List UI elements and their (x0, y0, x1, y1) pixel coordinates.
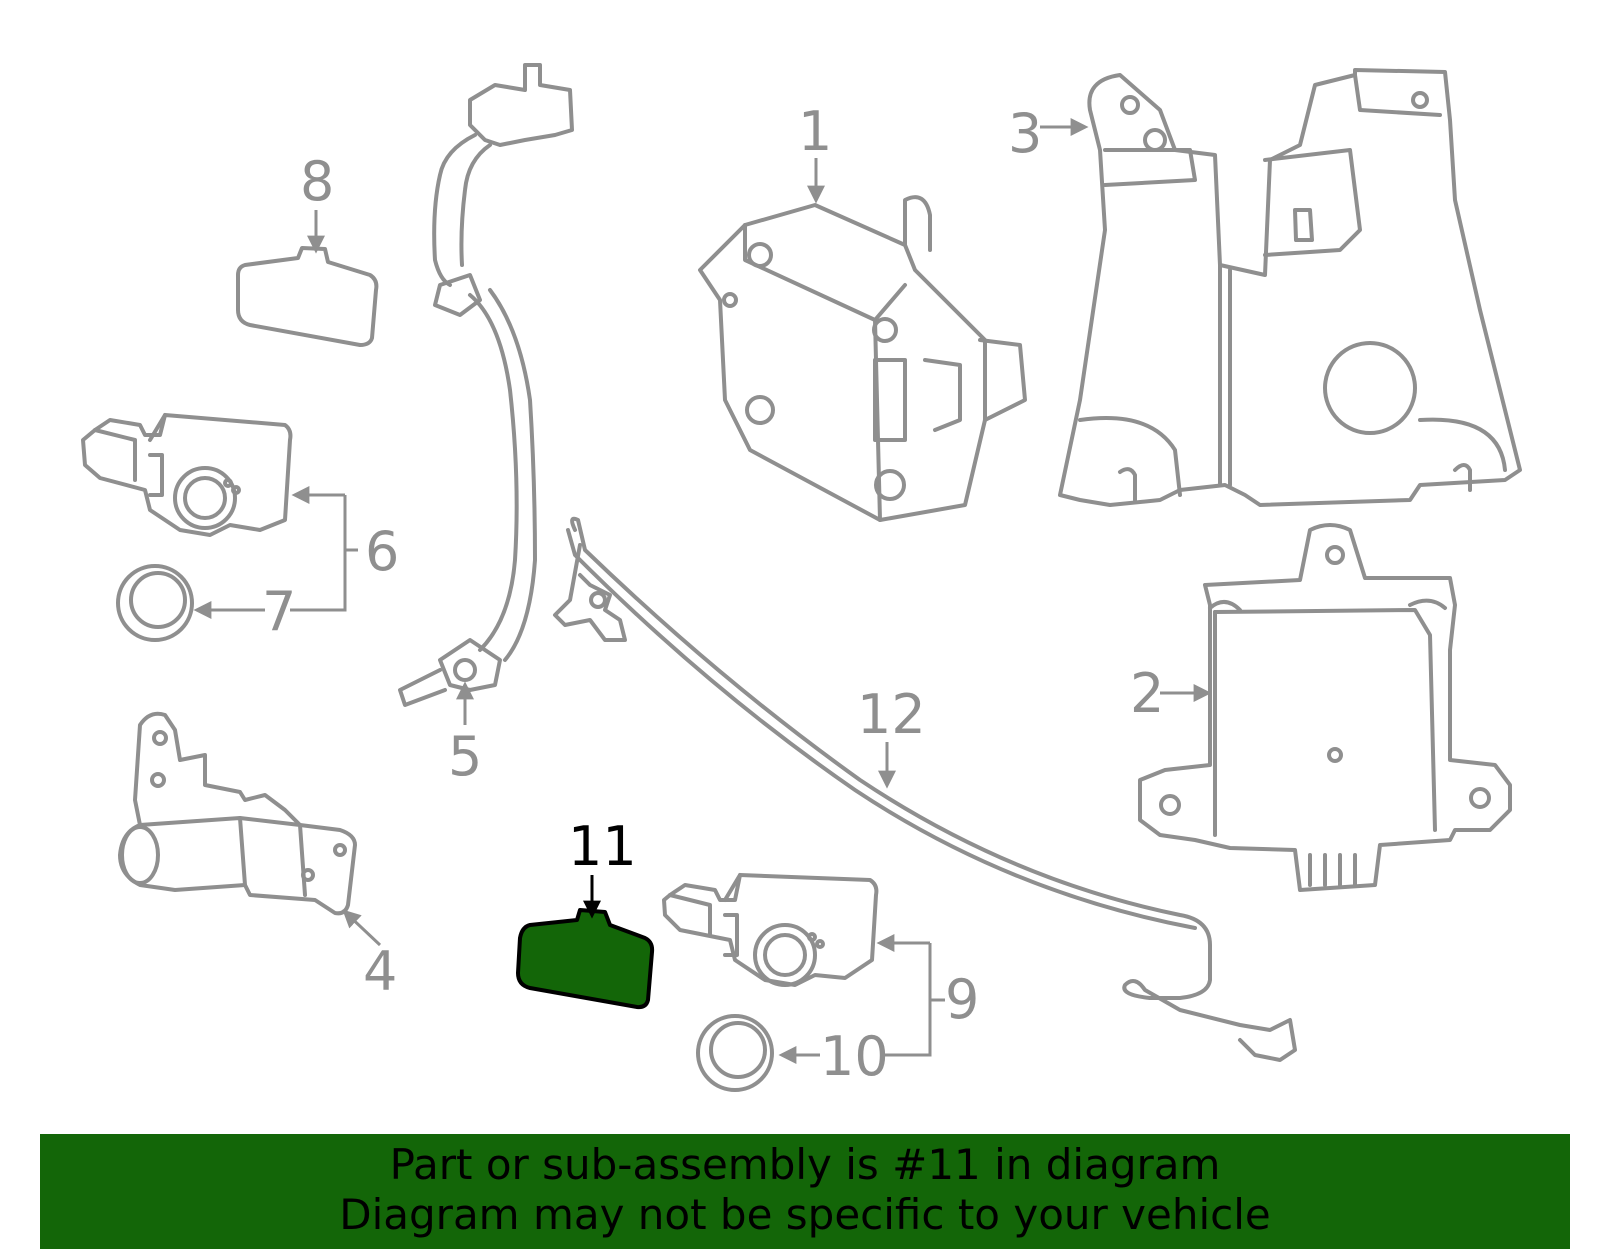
footer-banner: Part or sub-assembly is #11 in diagram D… (40, 1134, 1570, 1249)
part-2-ecu (1138, 523, 1512, 892)
callout-7: 7 (262, 580, 296, 643)
part-7-grommet (116, 564, 194, 642)
callout-1: 1 (798, 100, 832, 163)
part-1-control-module (698, 195, 1027, 522)
footer-line-2: Diagram may not be specific to your vehi… (339, 1190, 1271, 1239)
callout-11: 11 (568, 815, 637, 878)
part-9-sensor (662, 873, 879, 987)
part-6-sensor (81, 413, 293, 537)
callout-10: 10 (820, 1025, 889, 1088)
part-5-harness (398, 63, 574, 707)
callout-3: 3 (1008, 102, 1042, 165)
part-12-wire (553, 516, 1297, 1062)
callout-9: 9 (945, 968, 979, 1031)
part-11-cover-highlighted[interactable] (516, 908, 655, 1010)
part-8-cover (236, 246, 379, 347)
callout-8: 8 (300, 150, 334, 213)
callout-4: 4 (363, 940, 397, 1003)
callout-leaders (193, 118, 1212, 1064)
part-3-bracket (1058, 68, 1522, 507)
part-4-sensor-bracket (118, 711, 357, 916)
callout-5: 5 (448, 725, 482, 788)
callout-12: 12 (857, 683, 926, 746)
callout-6: 6 (365, 520, 399, 583)
footer-line-1: Part or sub-assembly is #11 in diagram (389, 1140, 1221, 1189)
callout-labels: 1 2 3 4 5 6 7 8 9 10 11 12 (262, 100, 1164, 1088)
callout-2: 2 (1130, 662, 1164, 725)
part-10-grommet (696, 1014, 774, 1092)
